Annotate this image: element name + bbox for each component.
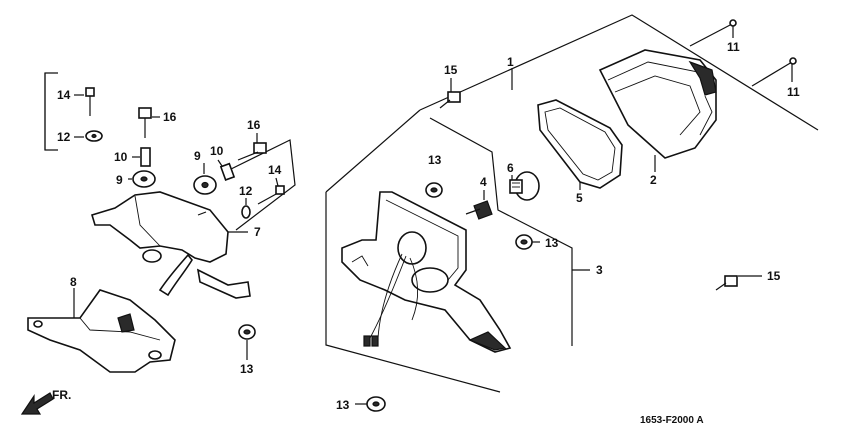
bolt-part-16 [138,107,160,138]
callout-16-left: 16 [163,110,177,124]
lens-cover-part-2 [598,49,717,172]
callout-13-right: 13 [545,236,559,250]
callout-15-top: 15 [444,63,458,77]
bolt-part-14 [74,87,95,116]
collar-part-10 [132,147,151,167]
callout-1: 1 [507,55,514,69]
callout-12-middle: 12 [239,184,253,198]
long-screw-part-11-right [751,57,797,87]
grommet-part-13-upper [425,182,443,198]
grommet-part-13-bottom [238,324,256,360]
callout-13-top: 13 [428,153,442,167]
callout-12-left: 12 [57,130,71,144]
callout-3: 3 [596,263,603,277]
grommet-part-13-lower [355,396,386,412]
callout-9-left: 9 [116,173,123,187]
gasket-part-5 [537,99,623,190]
callout-4: 4 [480,175,487,189]
callout-5: 5 [576,191,583,205]
callout-2: 2 [650,173,657,187]
washer-part-12-middle [241,198,251,219]
bolt-part-14-middle [257,177,285,205]
screw-part-15-right [715,275,762,291]
callout-11-right: 11 [787,85,800,99]
callout-6: 6 [507,161,514,175]
bulb-part-6 [509,171,540,201]
grommet-part-9-middle [193,163,217,195]
callout-10-left: 10 [114,150,128,164]
grommet-part-9 [128,170,156,188]
front-direction-arrow [20,392,54,415]
bolt-part-16-middle [237,133,267,161]
callout-13-lower: 13 [336,398,350,412]
callout-15-right: 15 [767,269,781,283]
taillight-base-part-3 [341,191,590,353]
callout-11-top: 11 [727,40,740,54]
front-direction-label: FR. [52,388,71,402]
bracket-housing-part-7 [91,191,251,299]
collar-part-10-middle [217,159,236,181]
callout-7: 7 [254,225,261,239]
callout-14-left: 14 [57,88,71,102]
socket-spring-part-4 [465,190,493,220]
callout-16-middle: 16 [247,118,261,132]
grommet-part-13-right [515,234,540,250]
callout-8: 8 [70,275,77,289]
callout-9-middle: 9 [194,149,201,163]
long-screw-part-11-top [689,19,737,47]
middle-bracket-box [224,139,296,231]
washer-part-12 [74,130,103,142]
taillight-base-box [429,117,573,346]
license-bracket-part-8 [27,288,176,373]
callout-13-bottom: 13 [240,362,254,376]
screw-part-15-top [439,78,461,109]
diagram-code: 1653-F2000 A [640,415,704,426]
callout-14-middle: 14 [268,163,282,177]
main-assembly-box [325,14,819,393]
left-bracket-box [44,72,58,151]
callout-10-middle: 10 [210,144,224,158]
